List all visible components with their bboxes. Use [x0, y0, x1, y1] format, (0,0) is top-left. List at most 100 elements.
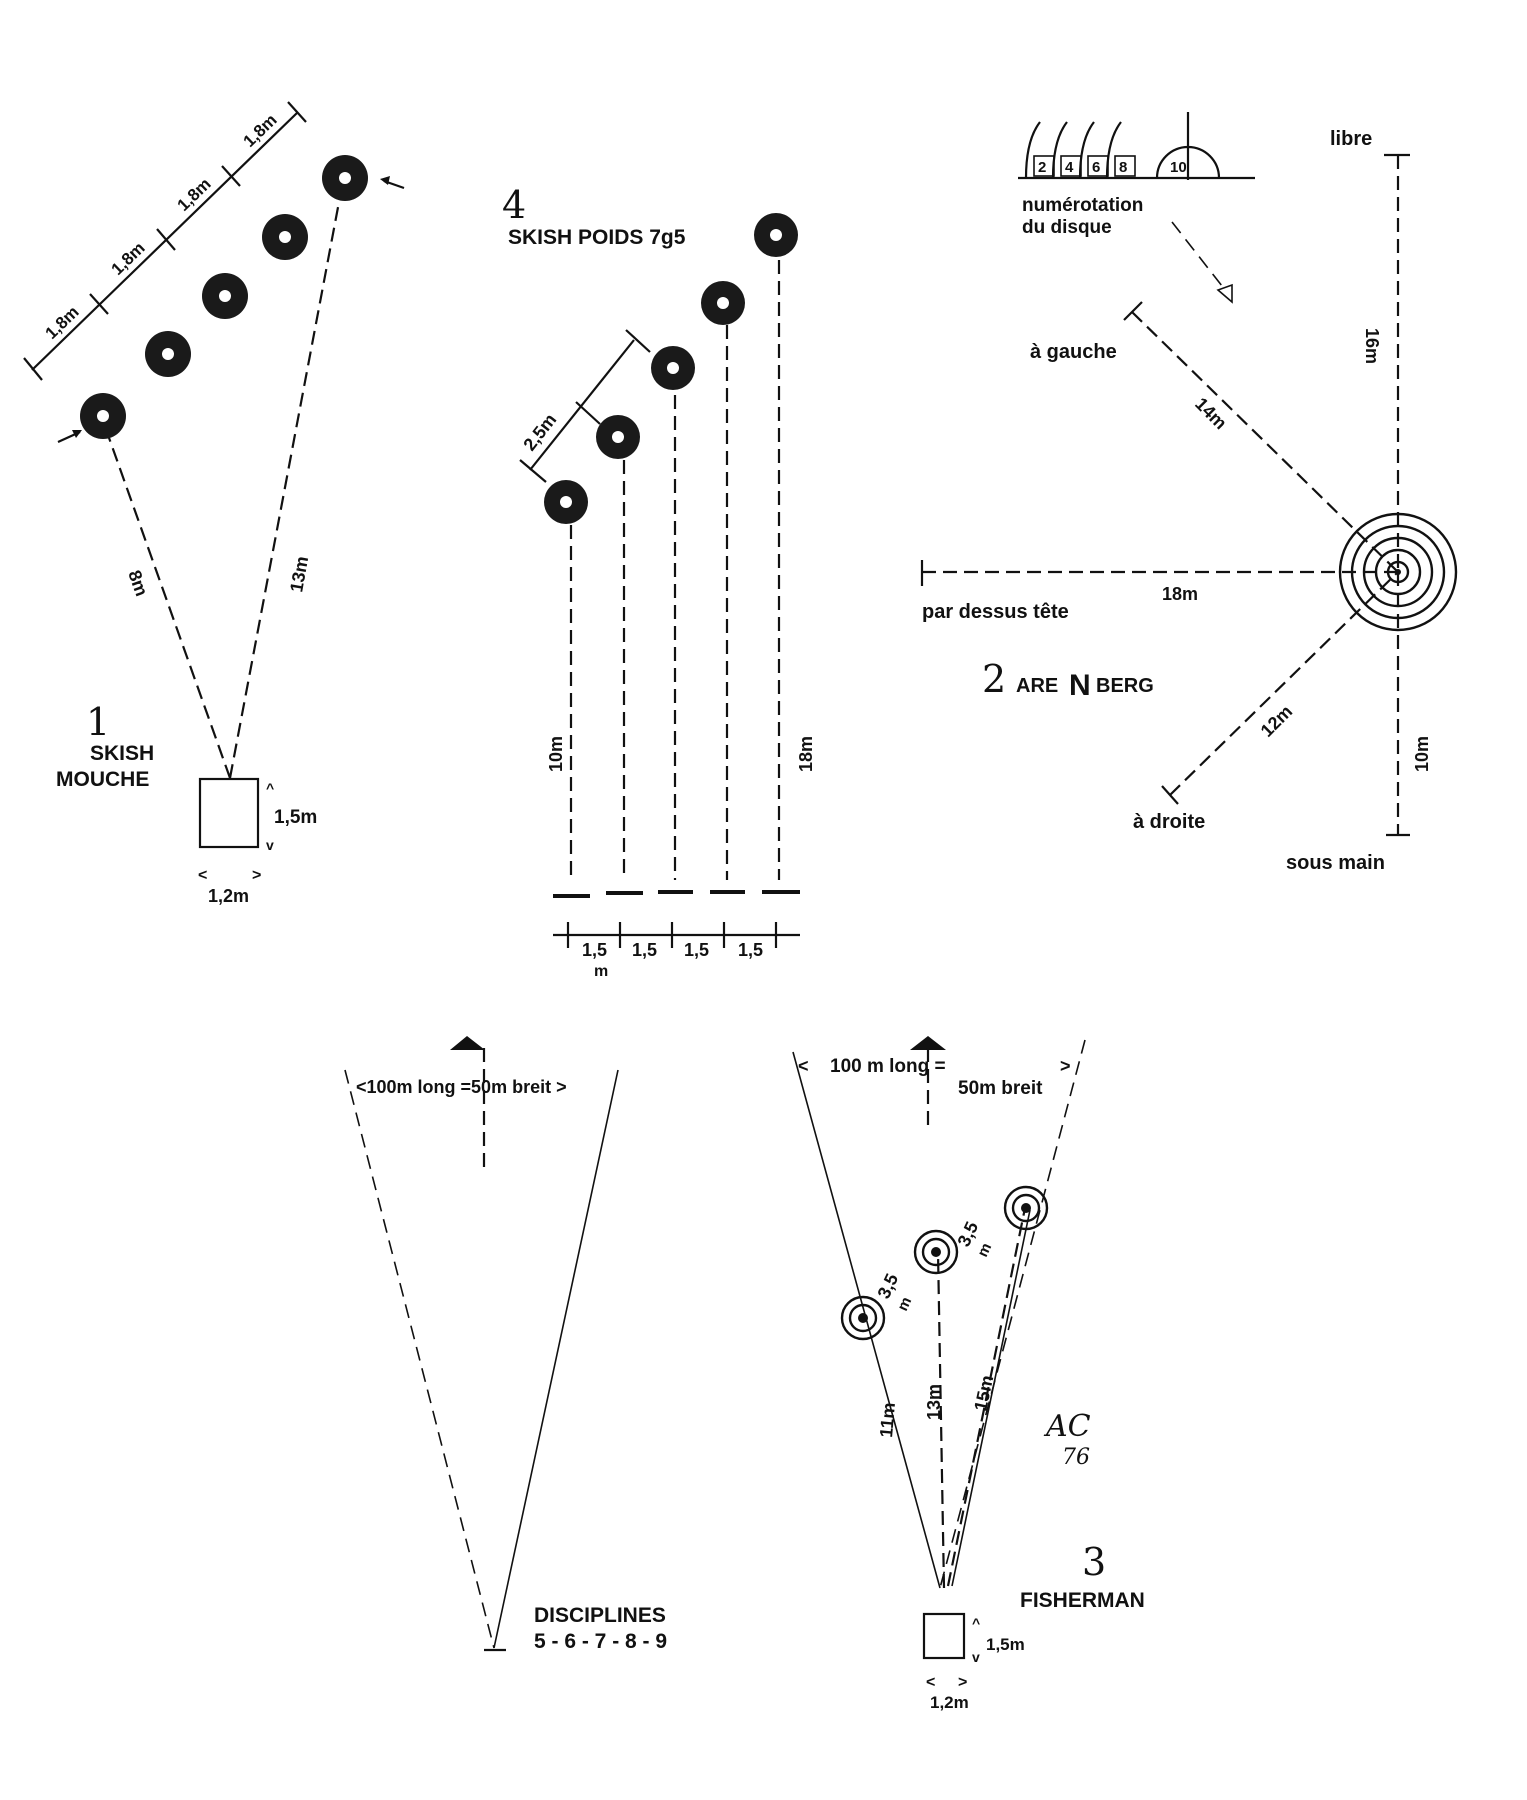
distance-label-12m: 12m: [1257, 701, 1297, 741]
scale-number: 8: [1119, 159, 1127, 176]
distance-label-13m: 13m: [286, 555, 312, 594]
disc-target: [262, 214, 308, 260]
skish-poids-panel: 4 SKISH POIDS 7g5 2,5m 10m 18m: [502, 183, 816, 980]
spacing-label: 1,5: [632, 940, 657, 960]
arrow-icon: [57, 430, 82, 444]
caret-right-icon: >: [252, 867, 261, 884]
arenberg-title-part2: BERG: [1096, 675, 1154, 697]
droite-label: à droite: [1133, 811, 1205, 833]
distance-label-11m: 11m: [876, 1402, 899, 1439]
scale-number: 10: [1170, 159, 1187, 176]
distance-line-13m: [936, 1251, 946, 1589]
distance-label-15m: 15m: [970, 1373, 997, 1412]
distance-line-13m: [228, 201, 341, 779]
panel-number-4: 4: [502, 183, 526, 227]
gauche-label: à gauche: [1030, 341, 1117, 363]
mouche-title: MOUCHE: [56, 768, 149, 791]
spacing-label: 1,5: [582, 940, 607, 960]
disc-target: [145, 331, 191, 377]
spacing-unit-2: m: [974, 1240, 995, 1259]
box-width-label: 1,2m: [930, 1693, 969, 1712]
arrow-head-icon: [1216, 283, 1233, 304]
dessus-label: par dessus tête: [922, 601, 1069, 623]
scale-number: 2: [1038, 159, 1046, 176]
distance-label-16m: 16m: [1362, 328, 1382, 364]
spacing-label-4: 1,8m: [240, 110, 281, 151]
sous-main-label: sous main: [1286, 852, 1385, 874]
distance-label-18m: 18m: [796, 736, 816, 772]
pointer-line: [1171, 221, 1223, 287]
fan-left-line: [344, 1069, 495, 1649]
caret-down-icon: v: [266, 837, 274, 853]
diag-measure-line: [529, 339, 635, 471]
skish-poids-title: SKISH POIDS 7g5: [508, 226, 686, 249]
distance-line-8m: [106, 434, 232, 779]
disc-numbering-scale: [1018, 112, 1255, 180]
disc-target: [596, 415, 640, 459]
arenberg-title-n: N: [1069, 669, 1091, 702]
spacing-unit: m: [594, 963, 608, 980]
libre-label: libre: [1330, 128, 1372, 150]
fisherman-title: FISHERMAN: [1020, 1589, 1145, 1612]
arenberg-title-part1: ARE: [1016, 675, 1058, 697]
caret-up-icon: ^: [972, 1615, 980, 1631]
disc-target: [701, 281, 745, 325]
skish-title: SKISH: [90, 742, 154, 765]
fan-right-line: [939, 1039, 1086, 1589]
concentric-target: [1003, 1185, 1049, 1231]
disc-target: [544, 480, 588, 524]
distance-label-18m: 18m: [1162, 584, 1198, 604]
spacing-measure-line: [31, 111, 299, 371]
direction-arrow-icon: [450, 1036, 485, 1050]
distance-label-14m: 14m: [1191, 394, 1231, 434]
box-height-label: 1,5m: [274, 807, 317, 828]
caret-down-icon: v: [972, 1649, 980, 1665]
box-width-label: 1,2m: [208, 886, 249, 906]
fisherman-panel: < 100 m long = 50m breit > 3,5 m 3,5 m 1…: [792, 1036, 1145, 1712]
direction-arrow-icon: [910, 1036, 946, 1050]
range-label: <100m long =50m breit >: [356, 1077, 567, 1097]
caret-up-icon: ^: [266, 780, 274, 796]
box-height-label: 1,5m: [986, 1635, 1025, 1654]
casting-box: [198, 777, 260, 849]
line-droite: [1169, 571, 1399, 796]
arenberg-panel: 2 4 6 8 10 numérotation du disque libre …: [920, 112, 1458, 874]
signature-year: 76: [1062, 1445, 1090, 1470]
concentric-target: [1338, 512, 1458, 632]
signature: AC 76: [1043, 1409, 1091, 1470]
range-label-2: 50m breit: [958, 1078, 1043, 1099]
distance-label-10m: 10m: [1412, 736, 1432, 772]
spacing-label: 1,5: [738, 940, 763, 960]
disciplines-numbers: 5 - 6 - 7 - 8 - 9: [534, 1630, 667, 1653]
disc-target: [651, 346, 695, 390]
disciplines-title: DISCIPLINES: [534, 1604, 666, 1627]
distance-label-8m: 8m: [124, 568, 152, 599]
fan-right-line: [493, 1069, 619, 1649]
disc-target: [322, 155, 368, 201]
range-label-1: 100 m long =: [830, 1056, 946, 1077]
scale-number: 4: [1065, 159, 1074, 176]
distance-line-15m: [946, 1207, 1027, 1587]
concentric-target: [913, 1229, 959, 1275]
distance-label-13m: 13m: [924, 1384, 944, 1420]
distance-label-10m: 10m: [546, 736, 566, 772]
caret-right-icon: >: [958, 1674, 967, 1691]
panel-number-1: 1: [86, 700, 110, 744]
caret-left-icon: <: [926, 1674, 935, 1691]
caret-left-icon: <: [198, 867, 207, 884]
disc-target: [202, 273, 248, 319]
spacing-label-3: 1,8m: [174, 174, 215, 215]
panel-number-2: 2: [982, 657, 1006, 701]
panel-number-3: 3: [1082, 1540, 1106, 1584]
casting-box: [922, 1612, 966, 1660]
diag-spacing-label: 2,5m: [519, 410, 560, 455]
numerotation-label: numérotation: [1022, 195, 1143, 216]
du-disque-label: du disque: [1022, 217, 1112, 238]
signature-initials: AC: [1043, 1409, 1091, 1444]
disc-target: [80, 393, 126, 439]
scale-number: 6: [1092, 159, 1100, 176]
spacing-unit-1: m: [894, 1294, 915, 1313]
concentric-target: [840, 1295, 886, 1341]
spacing-label-2: 1,8m: [108, 238, 149, 279]
